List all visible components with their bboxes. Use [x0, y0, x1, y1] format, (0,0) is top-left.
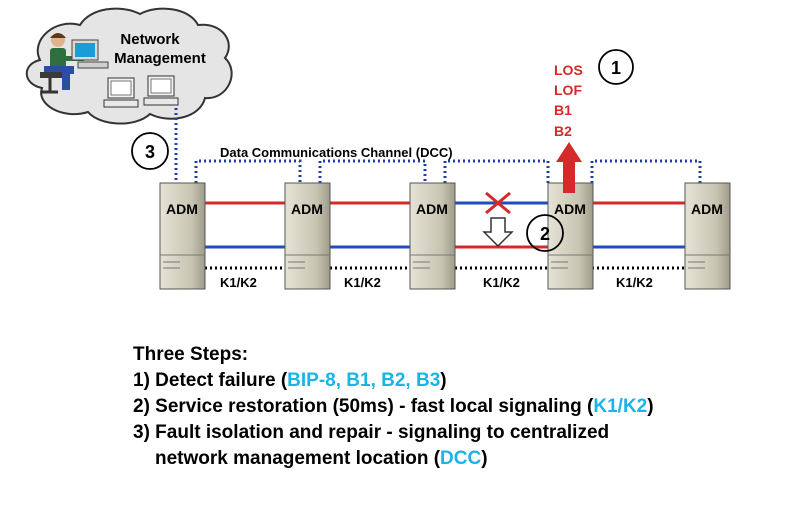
adm-node-2: [284, 182, 331, 290]
step-1: 1) Detect failure (BIP-8, B1, B2, B3): [133, 368, 654, 394]
adm-node-3: [409, 182, 456, 290]
cloud-label-line1: Network: [120, 31, 180, 48]
steps-list: Three Steps: 1) Detect failure (BIP-8, B…: [133, 342, 654, 472]
k-label-3: K1/K2: [483, 275, 520, 290]
step-2: 2) Service restoration (50ms) - fast loc…: [133, 394, 654, 420]
step-2-highlight: K1/K2: [593, 396, 648, 417]
dcc-links: [174, 108, 702, 183]
step-1-highlight: BIP-8, B1, B2, B3: [287, 370, 441, 391]
adm-label-1: ADM: [166, 201, 198, 217]
k-label-4: K1/K2: [616, 275, 653, 290]
callout-2-number: 2: [540, 224, 550, 244]
step-3-cont: network management location (DCC): [133, 446, 654, 472]
step-2-close: ): [647, 396, 654, 417]
adm-node-5: [684, 182, 731, 290]
step-1-close: ): [440, 370, 447, 391]
adm-node-4: [547, 182, 594, 290]
callout-1-number: 1: [611, 58, 621, 78]
adm-label-4: ADM: [554, 201, 586, 217]
callout-3: 3: [131, 132, 169, 170]
computer-icon-1: [103, 77, 139, 108]
adm-label-2: ADM: [291, 201, 323, 217]
network-diagram: Network Management Data Communications C…: [25, 7, 731, 290]
alarm-b1: B1: [554, 102, 572, 118]
step-3-highlight: DCC: [440, 448, 482, 469]
adm-node-1: [159, 182, 206, 290]
alarm-b2: B2: [554, 123, 572, 139]
dcc-label: Data Communications Channel (DCC): [220, 145, 453, 160]
alarm-lof: LOF: [554, 82, 582, 98]
network-management-cloud: [25, 7, 233, 125]
step-1-text: 1) Detect failure (: [133, 370, 288, 391]
fiber-cut-icon: [485, 191, 511, 215]
protect-line: [205, 201, 685, 249]
callout-3-number: 3: [145, 142, 155, 162]
adm-label-3: ADM: [416, 201, 448, 217]
computer-icon-2: [143, 75, 179, 106]
callout-1: 1: [598, 49, 634, 85]
alarm-los: LOS: [554, 62, 583, 78]
step-3-close: ): [481, 448, 488, 469]
alarm-arrow-icon: [556, 142, 582, 193]
callout-2: 2: [526, 214, 564, 252]
step-2-text: 2) Service restoration (50ms) - fast loc…: [133, 396, 594, 417]
k-label-2: K1/K2: [344, 275, 381, 290]
step-3: 3) Fault isolation and repair - signalin…: [133, 422, 610, 443]
workstation-icon: [71, 39, 109, 69]
cloud-label-line2: Management: [114, 50, 206, 67]
step-3-text: network management location (: [155, 448, 441, 469]
adm-label-5: ADM: [691, 201, 723, 217]
k-label-1: K1/K2: [220, 275, 257, 290]
steps-title: Three Steps:: [133, 344, 249, 365]
switchover-arrow-icon: [482, 217, 514, 248]
